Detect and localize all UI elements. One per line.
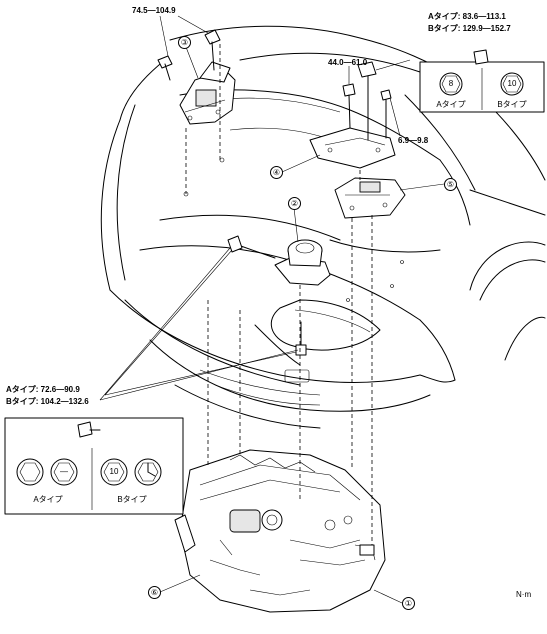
box-left-torque-a: Aタイプ: 72.6—90.9 xyxy=(6,385,80,394)
box-right-label-b: Bタイプ xyxy=(497,100,527,109)
callout-5: ⑤ xyxy=(444,178,457,191)
box-left-label-b: Bタイプ xyxy=(117,495,147,504)
detail-box-left xyxy=(4,417,184,515)
mount-part-2 xyxy=(227,235,331,356)
box-left-torque-b: Bタイプ: 104.2—132.6 xyxy=(6,397,89,406)
box-right-head-a-number: 8 xyxy=(448,79,454,88)
callout-3: ③ xyxy=(178,36,191,49)
engine-assembly xyxy=(174,449,386,613)
mount-part-3 xyxy=(157,29,236,125)
mount-part-5 xyxy=(334,177,406,219)
callout-6: ⑥ xyxy=(148,586,161,599)
box-right-label-a: Aタイプ xyxy=(436,100,466,109)
box-left-head-b1-number: 10 xyxy=(109,467,119,476)
torque-label-small-bolt: 6.9—9.8 xyxy=(398,136,429,145)
detail-box-right xyxy=(419,49,545,113)
mount-part-4 xyxy=(309,61,396,169)
box-right-head-b-number: 10 xyxy=(507,79,517,88)
callout-1: ① xyxy=(402,597,415,610)
torque-label-center-bolt: 44.0—61.0 xyxy=(328,58,368,67)
unit-label: N·m xyxy=(516,590,532,599)
torque-label-mount3: 74.5—104.9 xyxy=(132,6,176,15)
callout-2: ② xyxy=(288,197,301,210)
callout-4: ④ xyxy=(270,166,283,179)
alignment-lines xyxy=(185,44,373,545)
leader-lines xyxy=(99,15,445,604)
box-right-torque-b: Bタイプ: 129.9—152.7 xyxy=(428,24,511,33)
box-right-torque-a: Aタイプ: 83.6—113.1 xyxy=(428,12,506,21)
box-left-head-a2-mark: — xyxy=(60,467,68,476)
box-left-label-a: Aタイプ xyxy=(33,495,63,504)
